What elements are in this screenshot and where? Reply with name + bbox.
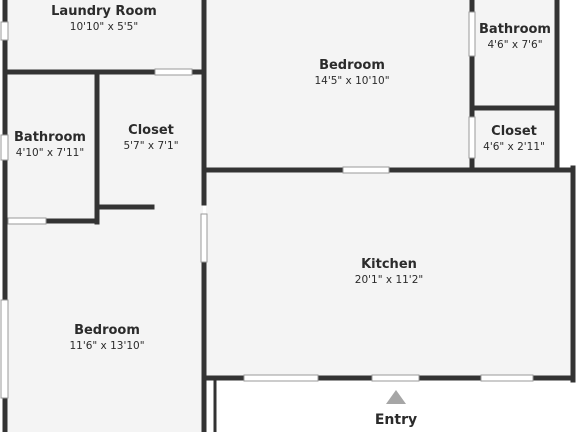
window [7, 217, 47, 225]
entry-label: Entry [374, 412, 418, 428]
entry-door[interactable] [371, 374, 420, 382]
closet-right-floor[interactable] [474, 110, 556, 168]
windows [0, 11, 534, 399]
room-name: Closet [128, 123, 174, 138]
room-dimensions: 5'7" x 7'1" [123, 140, 179, 152]
room-dimensions: 4'10" x 7'11" [15, 147, 85, 159]
room-name: Bathroom [479, 22, 551, 37]
hallway-floor [99, 207, 203, 222]
closet-left-floor[interactable] [99, 74, 203, 207]
bedroom-bottom-label: Bedroom 11'6" x 13'10" [69, 323, 144, 353]
entry-arrow-icon [386, 390, 406, 404]
window [0, 134, 9, 161]
bedroom-top-label: Bedroom 14'5" x 10'10" [314, 58, 389, 88]
window [468, 11, 476, 57]
room-dimensions: 14'5" x 10'10" [314, 75, 390, 87]
closet-right-label: Closet 4'6" x 2'11" [483, 124, 545, 154]
window [0, 299, 9, 399]
bathroom-right-label: Bathroom 4'6" x 7'6" [479, 22, 551, 52]
bathroom-left-label: Bathroom 4'10" x 7'11" [14, 130, 86, 160]
room-name: Kitchen [361, 257, 417, 272]
window [0, 21, 9, 41]
laundry-room-floor[interactable] [5, 0, 203, 71]
room-name: Bedroom [74, 323, 140, 338]
window [480, 374, 534, 382]
room-dimensions: 10'10" x 5'5" [69, 21, 139, 33]
window [243, 374, 319, 382]
room-name: Closet [491, 124, 537, 139]
room-name: Bathroom [14, 130, 86, 145]
room-name: Bedroom [319, 58, 385, 73]
room-name: Laundry Room [51, 4, 157, 19]
window [342, 166, 390, 174]
bathroom-left-floor[interactable] [5, 74, 96, 222]
kitchen-floor[interactable] [206, 171, 572, 377]
window [200, 213, 208, 263]
window [468, 116, 476, 159]
room-dimensions: 4'6" x 2'11" [483, 141, 545, 153]
window [154, 68, 193, 76]
room-dimensions: 4'6" x 7'6" [487, 39, 543, 51]
room-dimensions: 20'1" x 11'2" [354, 274, 424, 286]
bedroom-bottom-floor[interactable] [5, 222, 203, 432]
kitchen-label: Kitchen 20'1" x 11'2" [355, 257, 423, 287]
closet-left-label: Closet 5'7" x 7'1" [123, 123, 178, 153]
laundry-room-label: Laundry Room 10'10" x 5'5" [51, 4, 157, 34]
bedroom-top-floor[interactable] [206, 0, 471, 168]
bathroom-right-floor[interactable] [474, 0, 556, 106]
room-dimensions: 11'6" x 13'10" [69, 340, 145, 352]
